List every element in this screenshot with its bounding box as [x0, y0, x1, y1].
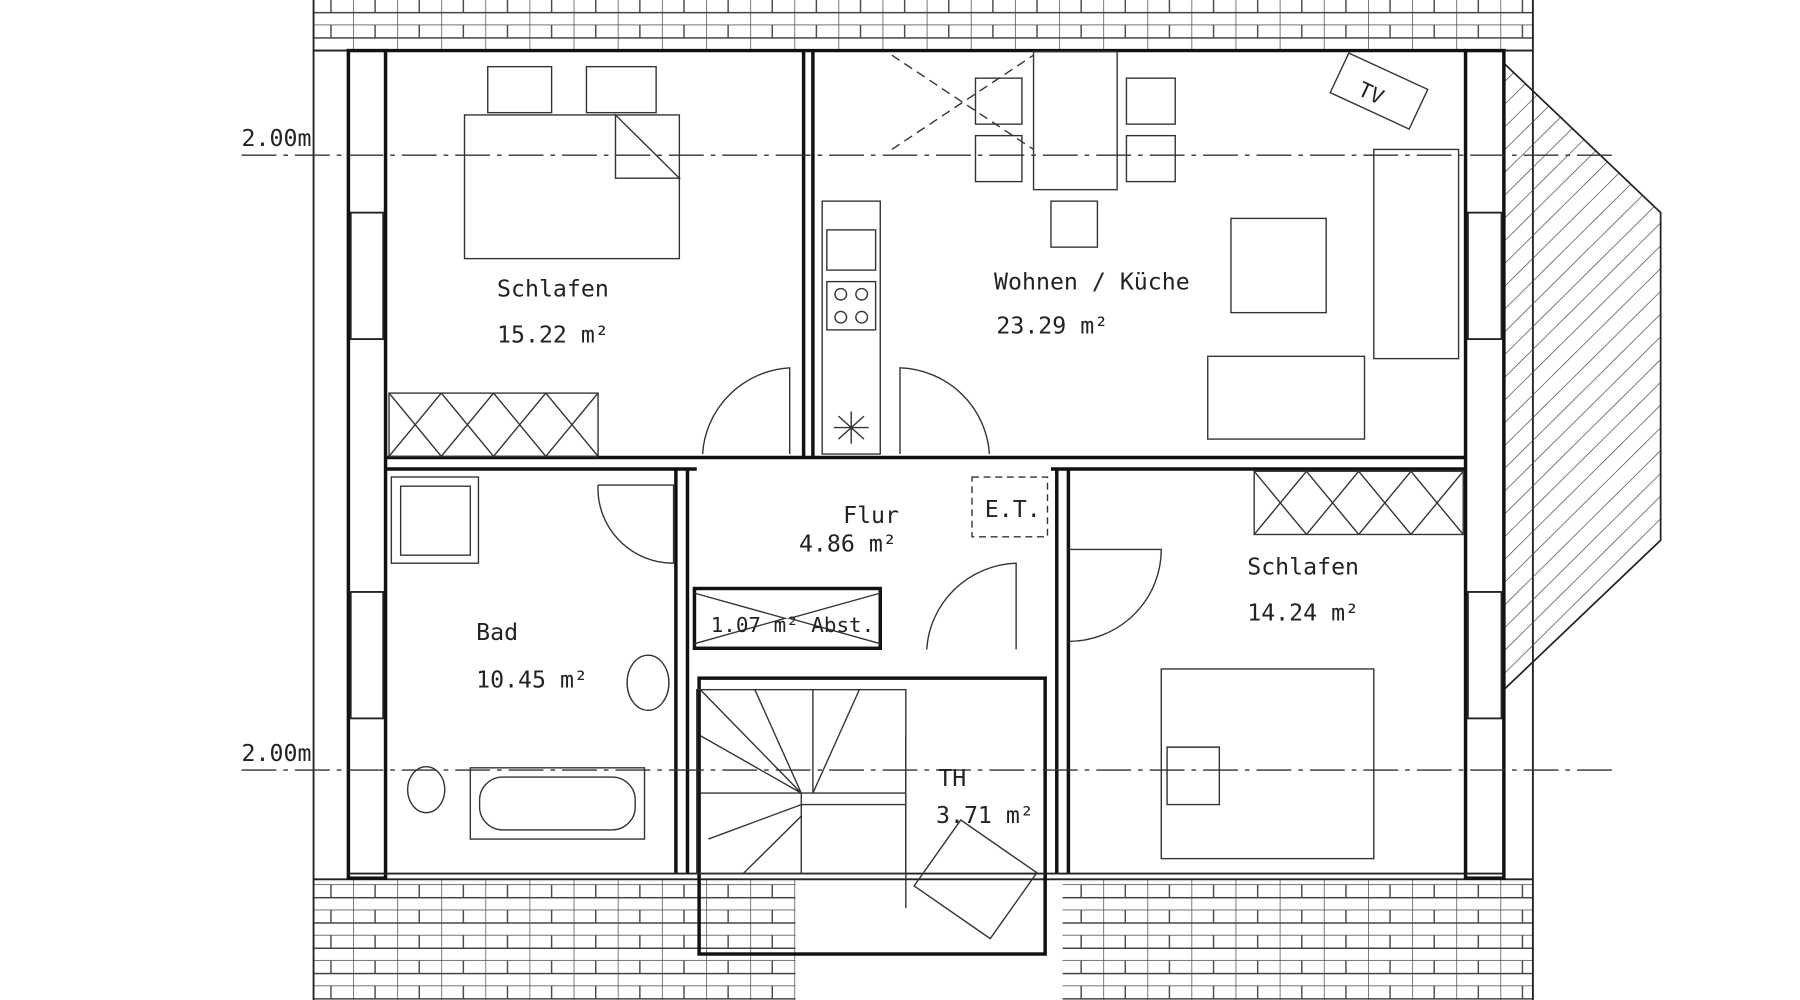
et-label: E.T.: [985, 497, 1041, 523]
bedroom1-name: Schlafen: [497, 277, 609, 303]
bath-name: Bad: [476, 620, 518, 646]
living-area: 23.29 m²: [996, 313, 1108, 339]
walls: [346, 48, 1506, 956]
hall-name: Flur: [843, 503, 899, 529]
room-labels: Schlafen 15.22 m² Wohnen / Küche 23.29 m…: [476, 77, 1387, 829]
roof-top: [313, 0, 1533, 52]
level-label-bottom: 2.00m: [242, 741, 312, 767]
hall-area: 4.86 m²: [799, 532, 897, 558]
storage-label: 1.07 m² Abst.: [711, 613, 874, 637]
bedroom1-area: 15.22 m²: [497, 323, 609, 349]
tv-label: TV: [1355, 77, 1388, 109]
bath-area: 10.45 m²: [476, 667, 588, 693]
exterior-stair: [1503, 61, 1662, 692]
level-label-top: 2.00m: [242, 126, 312, 152]
roof-bottom: [313, 878, 1533, 1000]
stair-name: TH: [938, 766, 966, 792]
stair-area: 3.71 m²: [936, 803, 1034, 829]
bedroom2-area: 14.24 m²: [1247, 601, 1359, 627]
furniture: [388, 51, 1464, 940]
bedroom2-name: Schlafen: [1247, 555, 1359, 581]
living-name: Wohnen / Küche: [994, 270, 1190, 296]
